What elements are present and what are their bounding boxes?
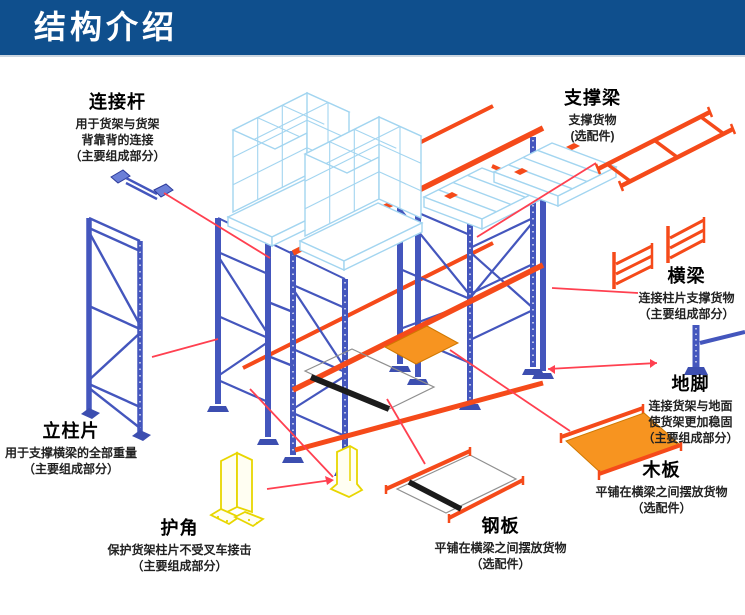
callout-line-connecting-rod	[163, 192, 271, 259]
pallets	[422, 142, 618, 231]
label-foot: 地脚 连接货架与地面 使货架更加稳固 （主要组成部分）	[636, 370, 745, 446]
callout-line-rack-to-guard	[249, 388, 334, 478]
label-support-beam-title: 支撑梁	[564, 88, 621, 108]
label-wood-board: 木板 平铺在横梁之间摆放货物 （选配件）	[578, 456, 745, 516]
rack-steel-plate	[303, 348, 436, 412]
callout-line-support-beam	[476, 162, 597, 238]
page-title: 结构介绍	[34, 9, 179, 45]
support-beam-icon	[594, 106, 737, 192]
callout-line-foot	[547, 362, 658, 370]
callout-line-steel-plate	[386, 398, 426, 465]
callout-line-upright	[151, 338, 219, 358]
label-upright-title: 立柱片	[42, 421, 100, 441]
label-support-beam: 支撑梁 支撑货物 (选配件)	[545, 84, 640, 144]
label-corner-guard: 护角 保护货架柱片不受叉车接击 （主要组成部分）	[92, 514, 267, 574]
beam-icon	[612, 217, 706, 289]
upright-frame-icon	[81, 216, 151, 441]
label-upright: 立柱片 用于支撑横梁的全部重量 （主要组成部分）	[0, 417, 142, 477]
post-base-plates	[207, 366, 554, 476]
corner-guard-icon	[209, 451, 265, 528]
title-banner: 结构介绍	[0, 0, 745, 57]
label-foot-title: 地脚	[671, 374, 710, 394]
label-steel-plate-title: 钢板	[481, 516, 520, 536]
callout-line-beam	[551, 287, 639, 294]
steel-plate-icon	[384, 447, 525, 523]
label-beam: 横梁 连接柱片支撑货物 （主要组成部分）	[628, 262, 745, 322]
wood-board-icon	[559, 404, 683, 480]
label-wood-board-title: 木板	[642, 460, 681, 480]
goods-boxes	[226, 91, 424, 272]
box-stack-b	[303, 115, 423, 238]
callout-line-wood-board	[449, 349, 571, 432]
rack-wood-board	[383, 325, 460, 365]
rack-corner-guard	[329, 444, 364, 499]
label-connecting-rod-title: 连接杆	[89, 92, 146, 112]
connecting-rod-icon	[110, 169, 174, 201]
label-steel-plate: 钢板 平铺在横梁之间摆放货物 （选配件）	[413, 512, 588, 572]
callout-line-corner-guard	[266, 479, 333, 490]
callout-lines	[151, 162, 658, 490]
label-beam-title: 横梁	[667, 266, 706, 286]
label-connecting-rod: 连接杆 用于货架与货架 背靠背的连接 （主要组成部分）	[40, 88, 195, 164]
foot-icon	[684, 325, 745, 375]
label-corner-guard-title: 护角	[160, 518, 199, 538]
